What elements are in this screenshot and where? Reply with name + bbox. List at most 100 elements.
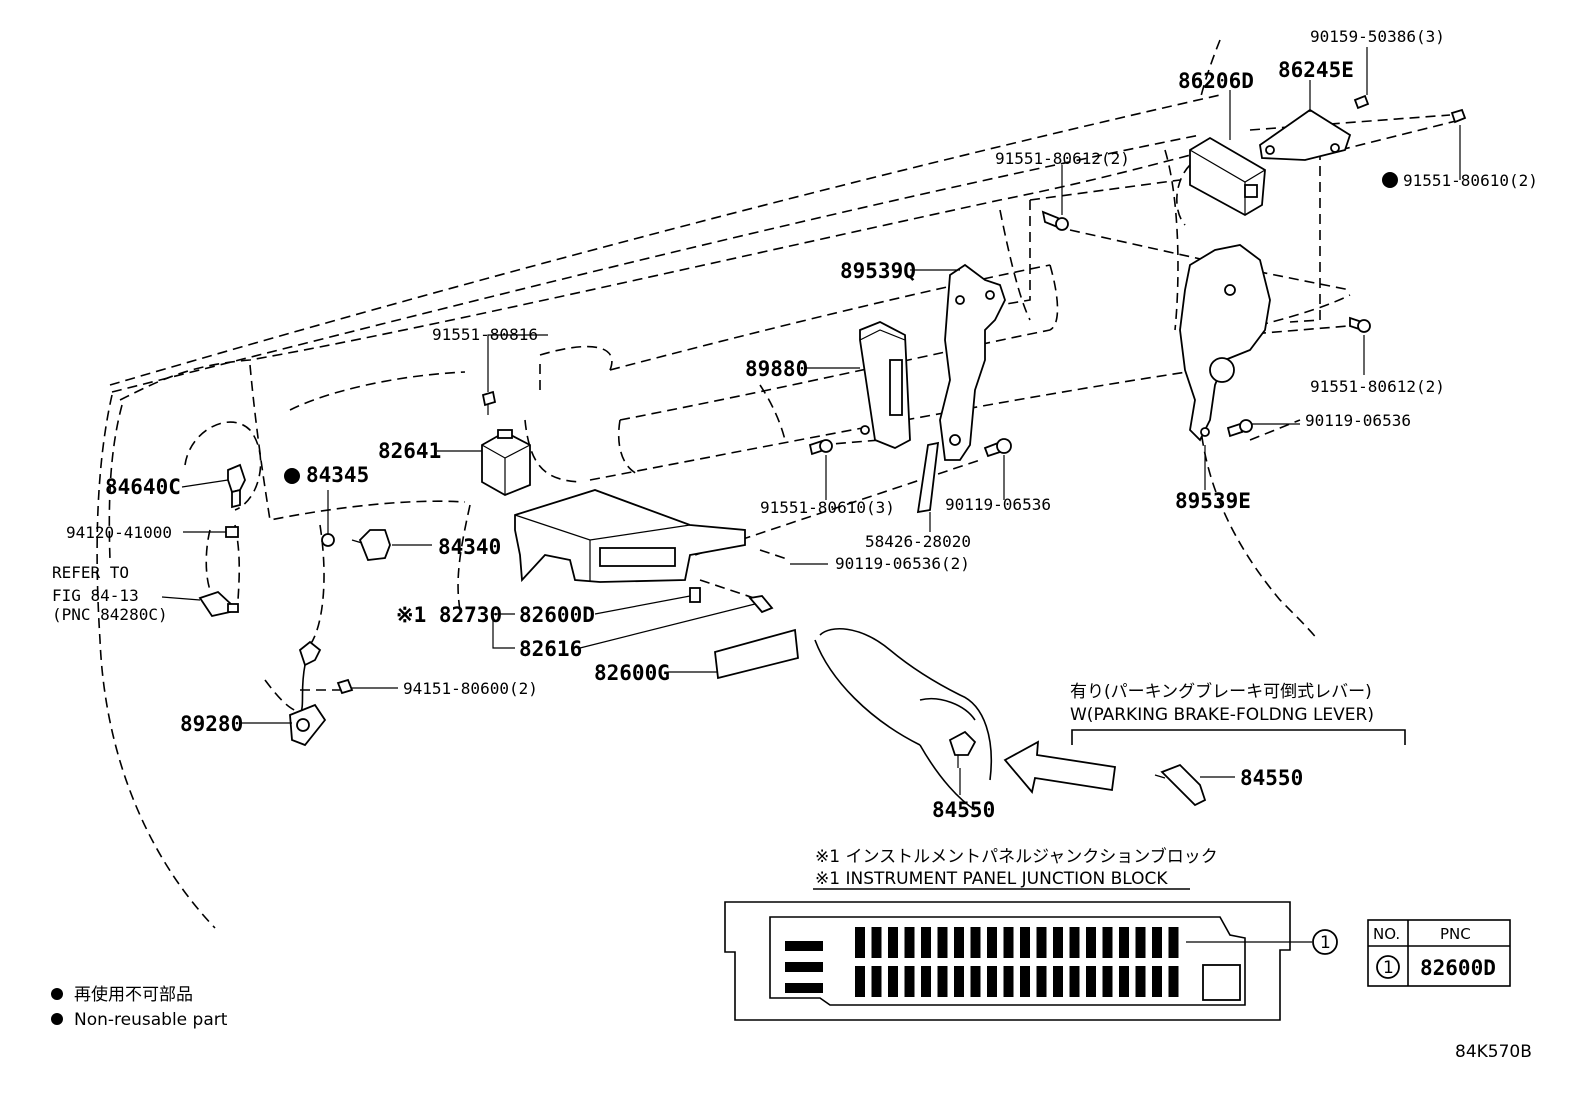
fuse-slot xyxy=(904,966,915,997)
fuse-slot xyxy=(1086,927,1096,958)
screw-90119-06536-right[interactable] xyxy=(1226,419,1253,438)
label-82600G: 82600G xyxy=(594,661,670,685)
pnc-row-pnc: 82600D xyxy=(1420,956,1496,980)
label-84640C: 84640C xyxy=(105,475,181,499)
legend-dot-jp xyxy=(51,988,63,1000)
fuse-slot xyxy=(1003,927,1014,958)
pnc-row-no: 1 xyxy=(1383,958,1394,978)
part-86245E[interactable] xyxy=(1259,108,1352,161)
fuse-slot xyxy=(970,927,981,958)
fuse-slot xyxy=(1003,966,1014,997)
direction-arrow xyxy=(1003,740,1117,794)
junction-block-detail: ※1 インストルメントパネルジャンクションブロック ※1 INSTRUMENT … xyxy=(724,846,1338,1021)
part-89280[interactable] xyxy=(289,640,327,747)
label-refer-pnc: (PNC 84280C) xyxy=(52,605,168,624)
fuse-slot xyxy=(1119,927,1129,958)
bolt-91551-80612-mid[interactable] xyxy=(1349,316,1371,333)
fuse-slot xyxy=(1069,966,1080,997)
label-91551-80610-mid: 91551-80610(3) xyxy=(760,498,895,517)
diagram-code: 84K570B xyxy=(1455,1042,1532,1062)
label-91551-80816: 91551-80816 xyxy=(432,325,538,344)
label-94151-80600: 94151-80600(2) xyxy=(403,679,538,698)
fuse-slot xyxy=(888,927,898,958)
fuse-slot xyxy=(1020,927,1030,958)
label-90119-06536-mid: 90119-06536 xyxy=(945,495,1051,514)
part-84345[interactable] xyxy=(321,533,335,547)
part-94120-41000[interactable] xyxy=(225,526,239,538)
label-parking-jp: 有り(パーキングブレーキ可倒式レバー) xyxy=(1070,681,1372,702)
fuse-slot xyxy=(888,966,898,997)
fuse-slot xyxy=(937,966,948,997)
junction-block-outline xyxy=(724,901,1291,1021)
part-84340[interactable] xyxy=(351,529,391,561)
bolt-91551-80612-top[interactable] xyxy=(1041,210,1069,231)
non-reusable-dot xyxy=(284,468,300,484)
label-89880: 89880 xyxy=(745,357,808,381)
part-82600G[interactable] xyxy=(714,628,799,680)
legend-text-en: Non-reusable part xyxy=(74,1010,228,1030)
label-refer-fig: FIG 84-13 xyxy=(52,586,139,605)
part-89539Q[interactable] xyxy=(939,263,1006,461)
legend-text-jp: 再使用不可部品 xyxy=(74,984,193,1005)
part-refer-84280C[interactable] xyxy=(198,590,239,618)
pnc-header-no: NO. xyxy=(1373,925,1400,943)
fuse-slot xyxy=(937,927,948,958)
label-91551-80610-right: 91551-80610(2) xyxy=(1403,171,1538,190)
fuse-slot xyxy=(1086,966,1096,997)
label-58426-28020: 58426-28020 xyxy=(865,532,971,551)
fuse-slot xyxy=(1152,966,1162,997)
label-89539Q: 89539Q xyxy=(840,259,916,283)
fuse-slot xyxy=(1168,927,1179,958)
part-84550-left[interactable] xyxy=(948,730,977,768)
fuse-slot xyxy=(921,966,931,997)
fuse-slot xyxy=(1036,927,1047,958)
label-91551-80612-top: 91551-80612(2) xyxy=(995,149,1130,168)
fuse-slot xyxy=(1168,966,1179,997)
fuse-slot xyxy=(970,966,981,997)
part-89880[interactable] xyxy=(859,321,911,449)
fuse-slot xyxy=(871,927,882,958)
label-82730: ※1 82730 xyxy=(396,603,502,627)
label-82600D: 82600D xyxy=(519,603,595,627)
fuse-slot xyxy=(855,966,865,997)
bolt-90159-50386[interactable] xyxy=(1353,94,1370,110)
part-82730-junction-block[interactable] xyxy=(514,489,746,583)
label-86245E: 86245E xyxy=(1278,58,1354,82)
junction-block-relay xyxy=(1202,964,1241,1001)
label-90119-06536-2: 90119-06536(2) xyxy=(835,554,970,573)
part-82600D[interactable] xyxy=(689,587,701,603)
label-90119-06536-right: 90119-06536 xyxy=(1305,411,1411,430)
label-91551-80612-mid: 91551-80612(2) xyxy=(1310,377,1445,396)
fuse-slot xyxy=(1102,966,1113,997)
fuse-row-top xyxy=(855,927,1179,958)
part-82641[interactable] xyxy=(481,429,531,496)
label-86206D: 86206D xyxy=(1178,69,1254,93)
bolt-91551-80610-mid[interactable] xyxy=(808,439,833,456)
fuse-slot xyxy=(1135,927,1146,958)
fuse-slot xyxy=(987,966,997,997)
pnc-table: NO. PNC 1 82600D xyxy=(1367,919,1511,987)
legend-dot-en xyxy=(51,1013,63,1025)
callout-labels: 90159-50386(3) 86206D 86245E 91551-80612… xyxy=(52,27,1538,822)
part-84640C[interactable] xyxy=(227,463,246,509)
part-82616[interactable] xyxy=(748,595,774,614)
fuse-marker-circle xyxy=(1312,929,1338,955)
legend: 再使用不可部品 Non-reusable part xyxy=(51,984,228,1030)
junction-title-jp: ※1 インストルメントパネルジャンクションブロック xyxy=(815,846,1218,867)
part-84550-right[interactable] xyxy=(1154,763,1207,807)
screw-90119-06536-mid[interactable] xyxy=(983,438,1012,458)
fuse-slot xyxy=(855,927,865,958)
fuse-slot xyxy=(1020,966,1030,997)
label-84550-right: 84550 xyxy=(1240,766,1303,790)
part-94151-80600[interactable] xyxy=(336,678,354,695)
label-84345: 84345 xyxy=(306,463,369,487)
fuse-slot xyxy=(1119,966,1129,997)
junction-title-en: ※1 INSTRUMENT PANEL JUNCTION BLOCK xyxy=(815,869,1168,889)
part-58426-28020[interactable] xyxy=(916,441,940,514)
fuse-row-bottom xyxy=(855,966,1179,997)
bolt-91551-80816[interactable] xyxy=(481,390,497,415)
bolt-91551-80610-right[interactable] xyxy=(1450,108,1467,124)
part-89539E[interactable] xyxy=(1179,244,1271,442)
leader-lines xyxy=(161,47,1461,795)
part-86206D[interactable] xyxy=(1189,136,1266,217)
